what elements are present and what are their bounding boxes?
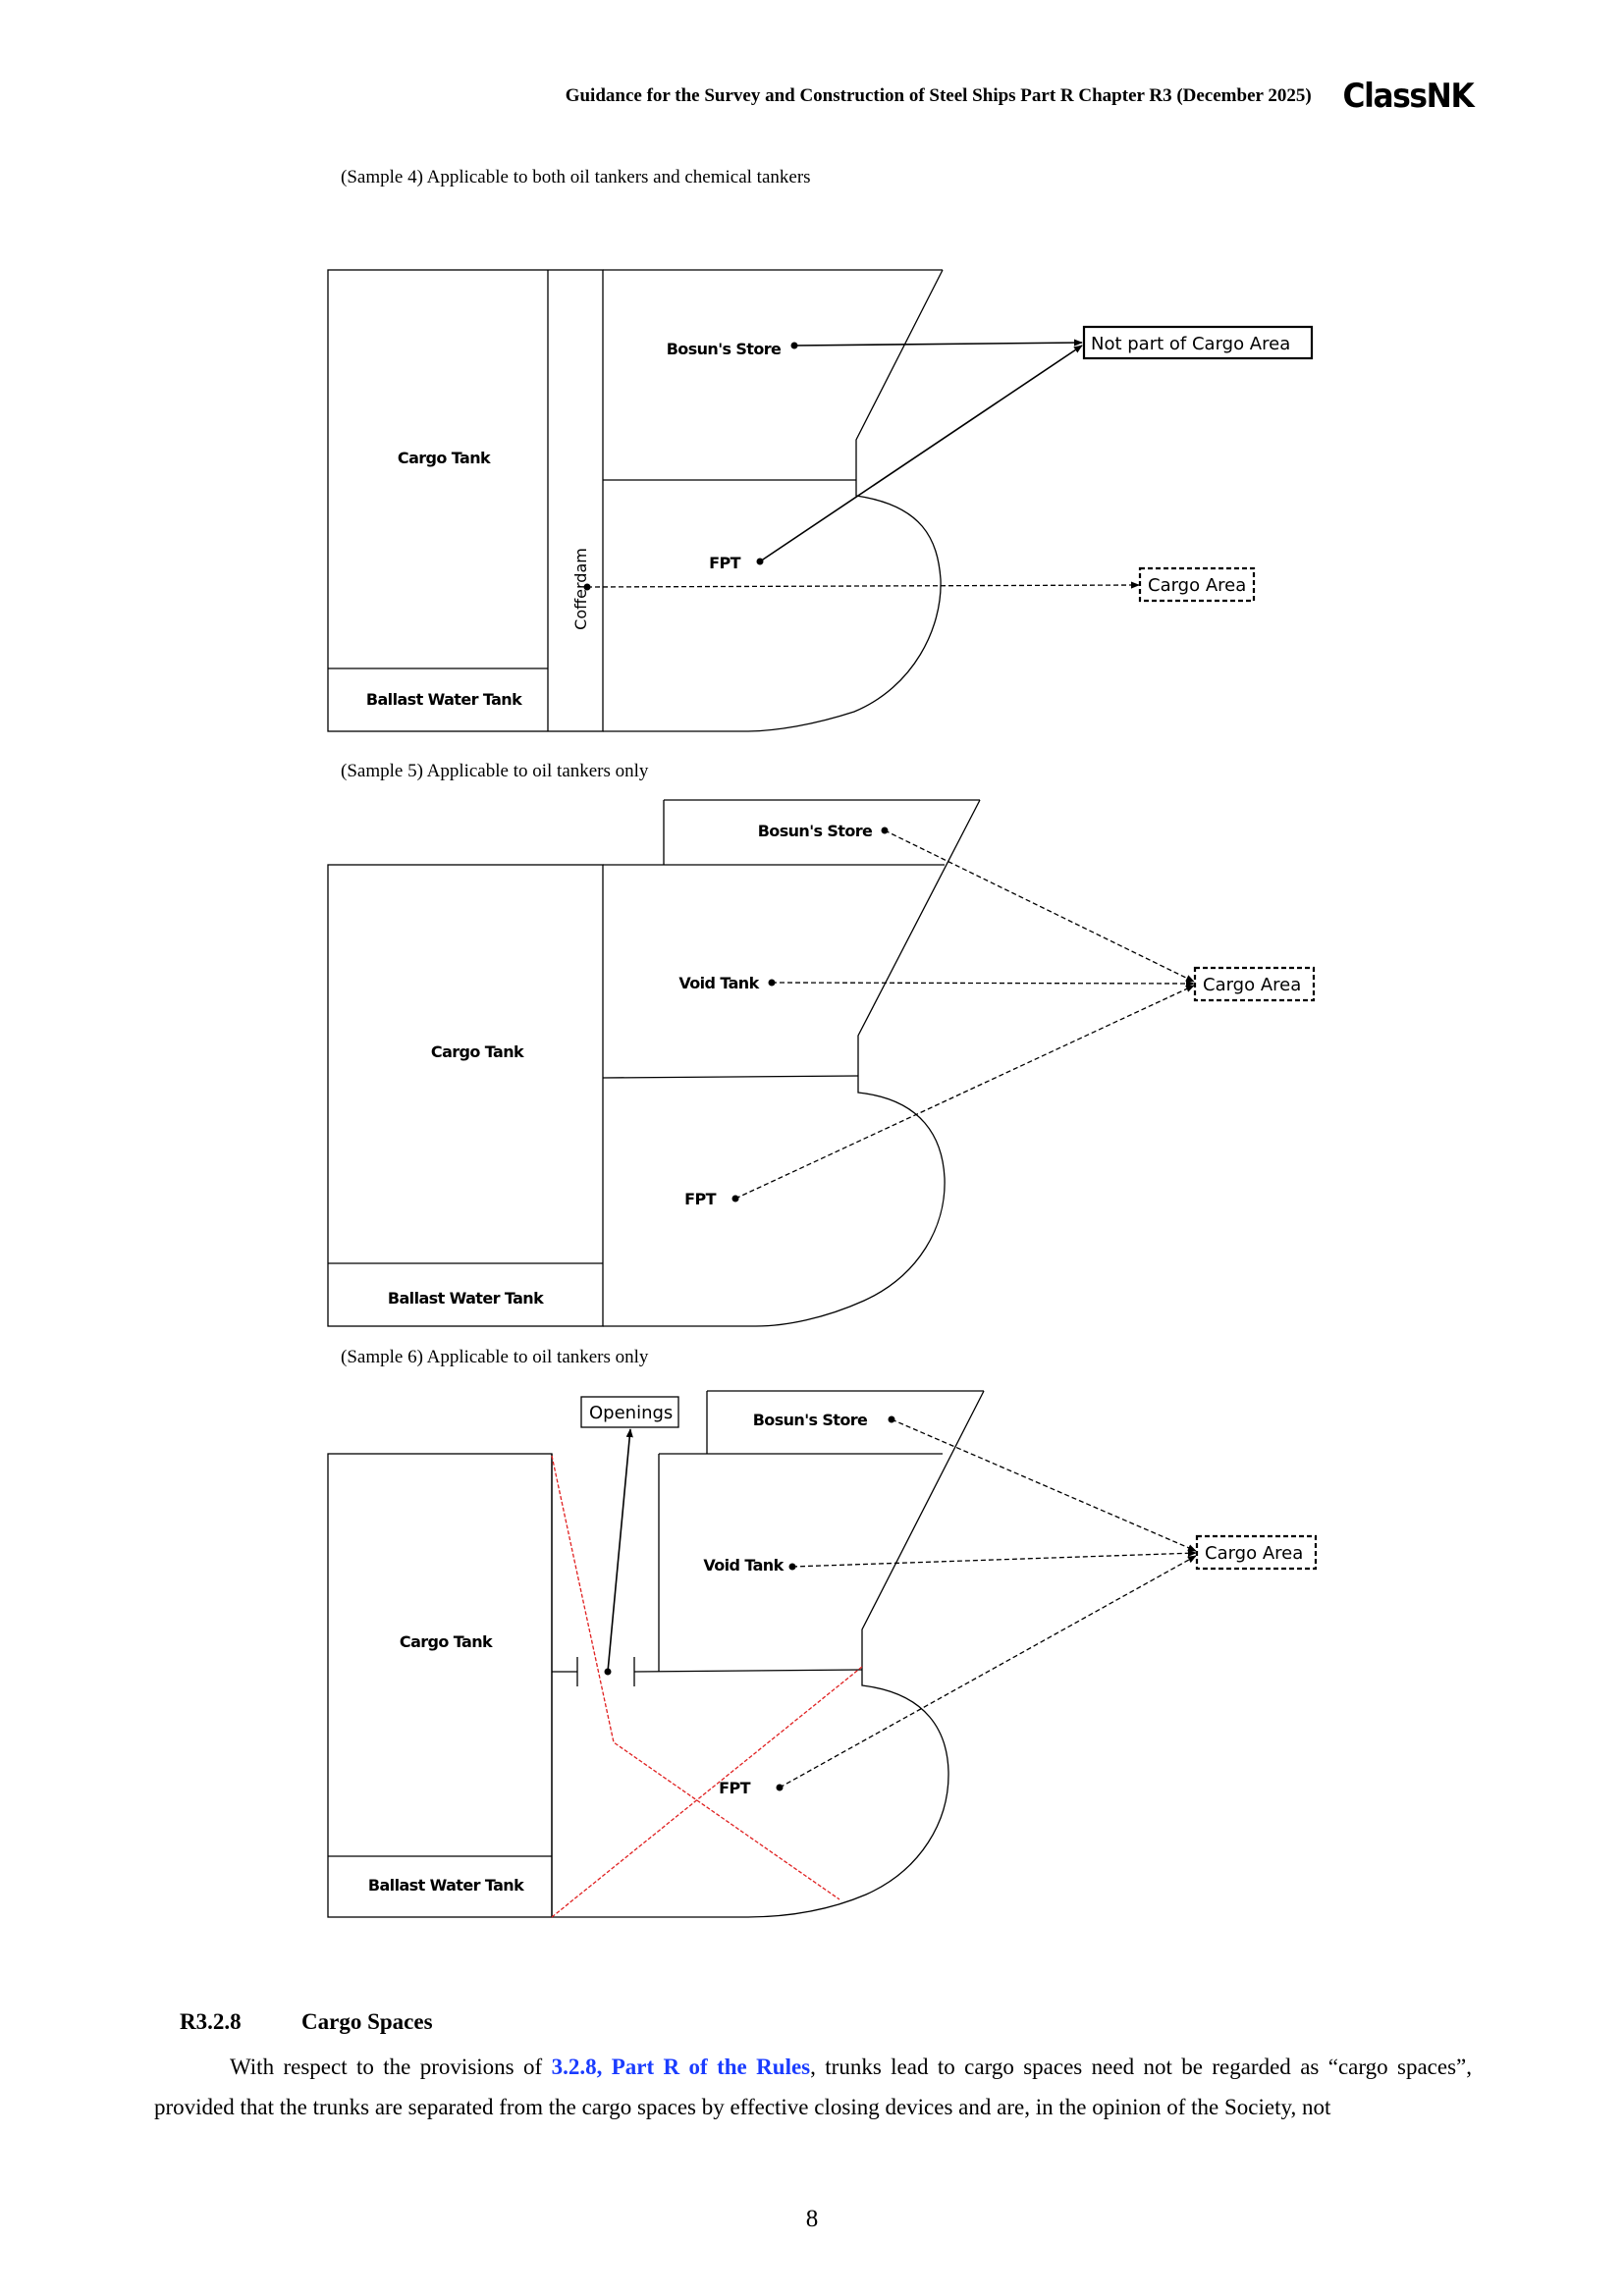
section-title: Cargo Spaces: [301, 2009, 433, 2034]
openings-box: Openings: [589, 1403, 673, 1423]
label-fpt: FPT: [684, 1190, 716, 1208]
section-number: R3.2.8: [180, 2009, 242, 2034]
bow-outline: [603, 799, 981, 1327]
sample-5-caption: (Sample 5) Applicable to oil tankers onl…: [341, 761, 649, 781]
section-paragraph: With respect to the provisions of 3.2.8,…: [154, 2055, 1473, 2119]
label-ballast-water-tank: Ballast Water Tank: [366, 690, 522, 709]
cargo-tank-outline: [327, 269, 604, 732]
label-bosuns-store: Bosun's Store: [753, 1411, 868, 1429]
classnk-logo: ClassNK: [1342, 77, 1474, 116]
cargo-area-box: Cargo Area: [1205, 1543, 1303, 1564]
label-void-tank: Void Tank: [678, 974, 759, 992]
section-heading: R3.2.8 Cargo Spaces: [180, 2009, 433, 2035]
rules-link[interactable]: 3.2.8, Part R of the Rules: [551, 2055, 811, 2079]
sample-4-diagram: Cargo Tank Ballast Water Tank Cofferdam …: [327, 269, 1314, 732]
sample-6-caption: (Sample 6) Applicable to oil tankers onl…: [341, 1347, 649, 1367]
label-ballast-water-tank: Ballast Water Tank: [368, 1876, 524, 1895]
label-bosuns-store: Bosun's Store: [758, 822, 873, 840]
label-cargo-tank: Cargo Tank: [400, 1632, 493, 1651]
bow-outline: [745, 1390, 985, 1918]
sample-4-caption: (Sample 4) Applicable to both oil tanker…: [341, 167, 811, 187]
label-cargo-tank: Cargo Tank: [398, 449, 491, 467]
sample-6-diagram: Openings Cargo Tank Ballast Water Tank B…: [327, 1390, 1318, 1918]
cargo-area-box: Cargo Area: [1203, 975, 1301, 995]
page-number: 8: [805, 2206, 819, 2232]
label-cargo-tank: Cargo Tank: [431, 1042, 524, 1061]
sample-5-diagram: Cargo Tank Ballast Water Tank Bosun's St…: [327, 799, 1316, 1327]
label-cofferdam: Cofferdam: [571, 548, 590, 630]
bow-outline: [603, 269, 944, 732]
label-void-tank: Void Tank: [703, 1556, 784, 1575]
cargo-tank-outline: [327, 1453, 553, 1918]
red-boundary-lines: [551, 1455, 863, 1918]
label-fpt: FPT: [719, 1779, 750, 1797]
label-ballast-water-tank: Ballast Water Tank: [388, 1289, 544, 1308]
header-title: Guidance for the Survey and Construction…: [565, 85, 1312, 106]
cargo-tank-outline: [327, 864, 604, 1327]
label-bosuns-store: Bosun's Store: [667, 340, 782, 358]
page-header: Guidance for the Survey and Construction…: [565, 77, 1475, 116]
not-cargo-area-box: Not part of Cargo Area: [1091, 334, 1290, 354]
cargo-area-box: Cargo Area: [1148, 575, 1246, 596]
label-fpt: FPT: [709, 554, 740, 572]
